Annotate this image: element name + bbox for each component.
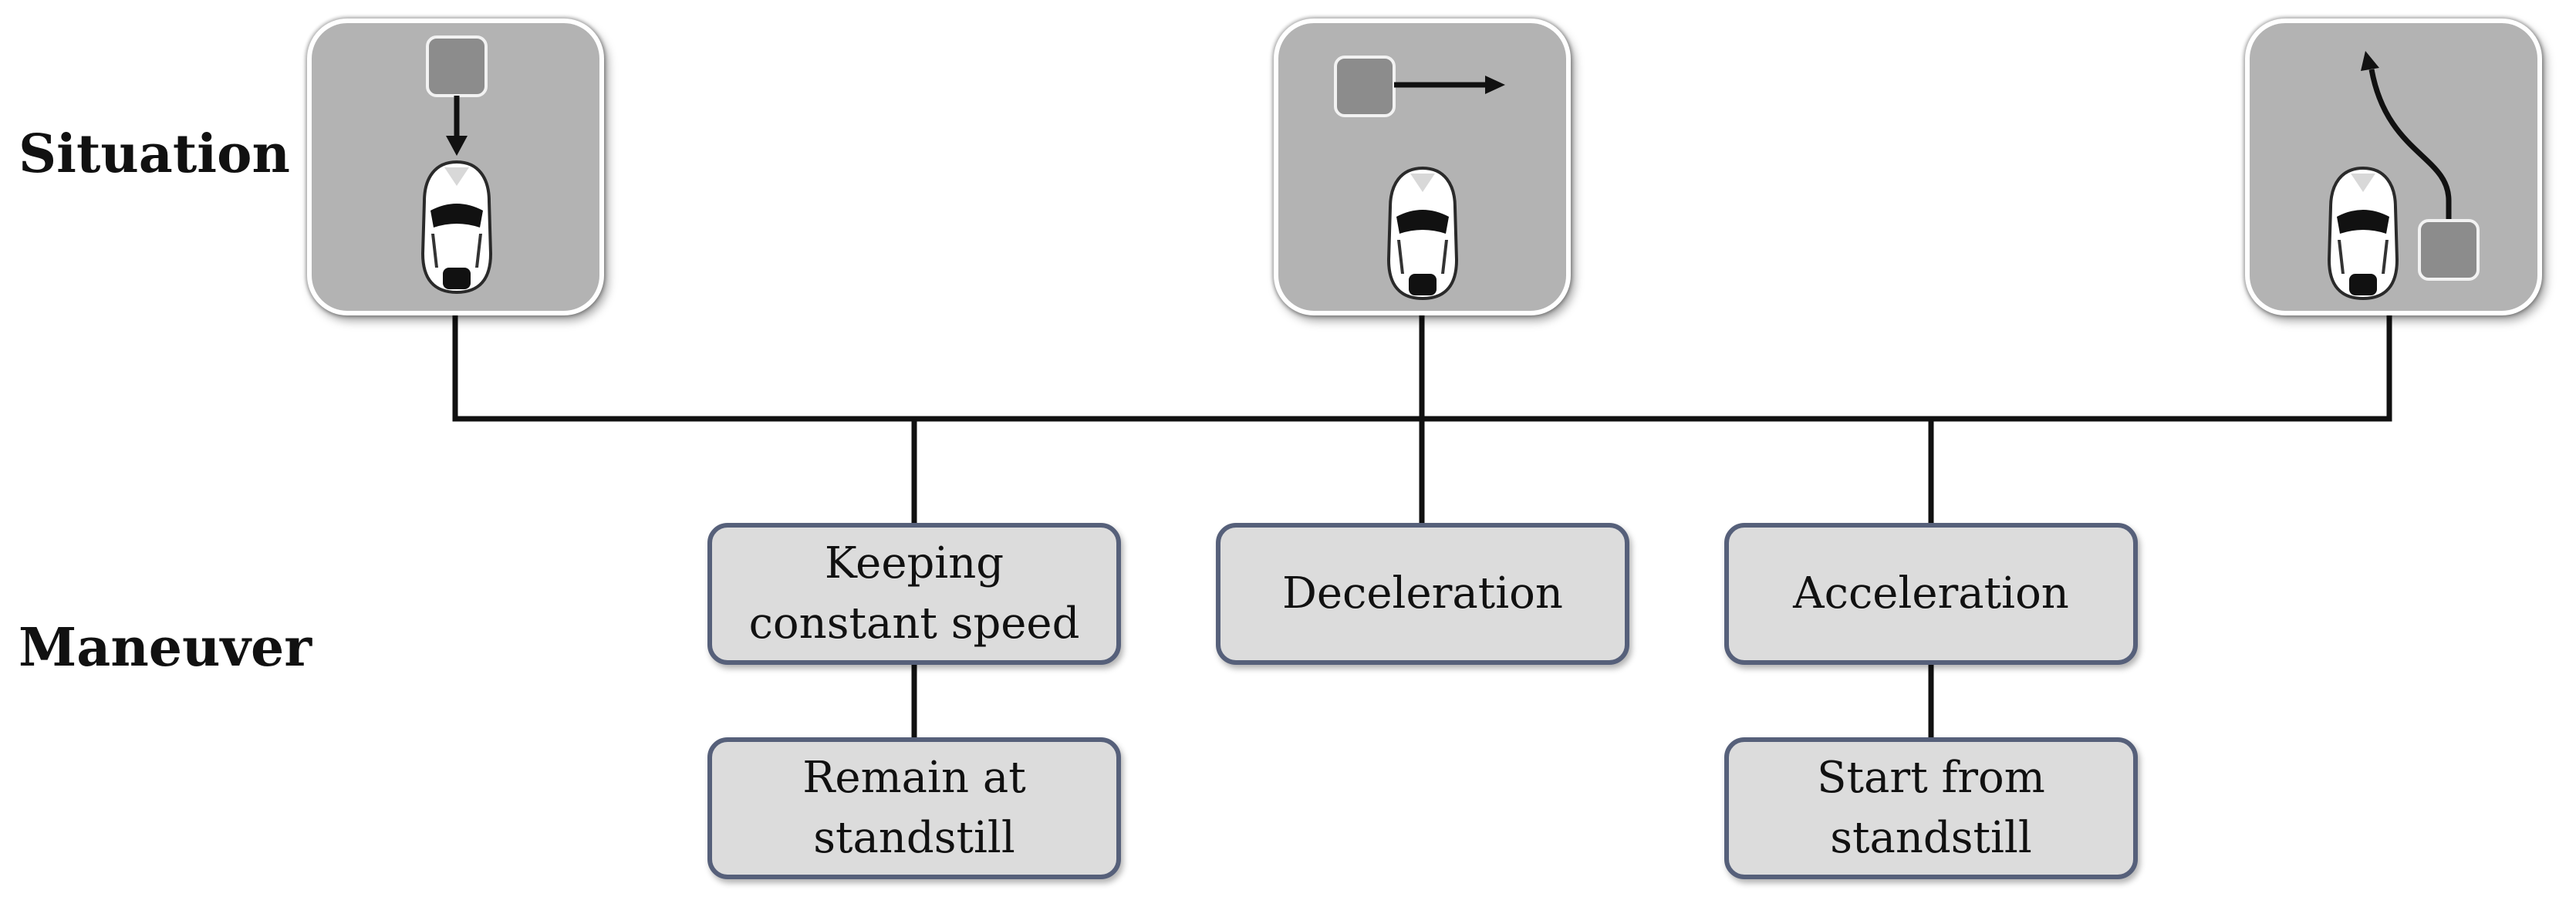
obstacle-icon xyxy=(426,35,488,97)
maneuver-row-label: Maneuver xyxy=(19,617,312,679)
arrow-icon xyxy=(1394,76,1505,94)
obstacle-icon xyxy=(2418,219,2480,281)
maneuver-label-line-2: standstill xyxy=(1830,813,2032,863)
maneuver-acceleration: Acceleration xyxy=(1724,523,2138,665)
maneuver-label-line-1: Remain at xyxy=(802,753,1026,803)
situation-tile-crossing xyxy=(1274,19,1571,315)
maneuver-label: Acceleration xyxy=(1793,568,2069,619)
maneuver-label: Deceleration xyxy=(1282,568,1563,619)
situation-row-label: Situation xyxy=(19,123,290,185)
situation-tile-turning xyxy=(2245,19,2542,315)
car-icon xyxy=(420,160,493,295)
arrow-icon xyxy=(446,96,468,156)
maneuver-label-line-2: constant speed xyxy=(748,598,1080,649)
maneuver-label-line-2: standstill xyxy=(813,813,1015,863)
obstacle-icon xyxy=(1334,56,1396,117)
maneuver-remain-at-standstill: Remain at standstill xyxy=(707,737,1121,879)
car-icon xyxy=(2327,166,2399,301)
maneuver-deceleration: Deceleration xyxy=(1216,523,1629,665)
situation-tile-approaching xyxy=(307,19,604,315)
arrow-icon xyxy=(2361,51,2452,225)
maneuver-keeping-constant-speed: Keeping constant speed xyxy=(707,523,1121,665)
maneuver-start-from-standstill: Start from standstill xyxy=(1724,737,2138,879)
car-icon xyxy=(1386,166,1459,301)
maneuver-label-line-1: Start from xyxy=(1817,753,2045,803)
maneuver-label-line-1: Keeping xyxy=(824,538,1004,588)
